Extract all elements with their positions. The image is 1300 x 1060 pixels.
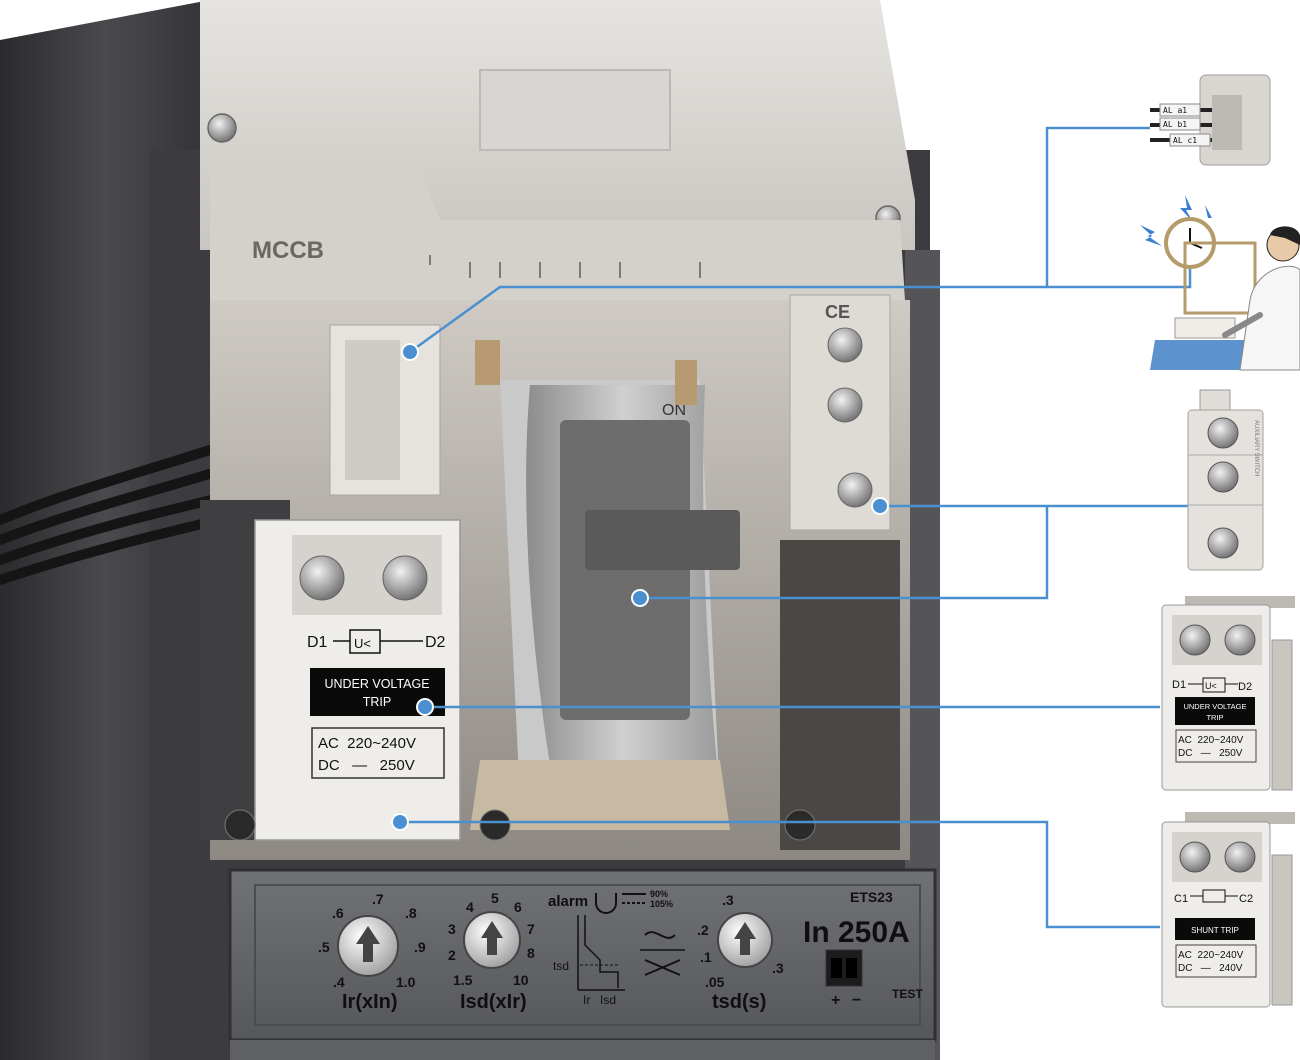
svg-text:.2: .2: [697, 922, 709, 938]
housing-strip: [210, 170, 905, 300]
uvt-dc-line: DC — 250V: [318, 757, 415, 774]
breaker-right-edge: [905, 250, 940, 1060]
svg-text:3: 3: [448, 921, 456, 937]
uvt-name-line1: UNDER VOLTAGE: [324, 677, 429, 691]
svg-text:.05: .05: [705, 974, 725, 990]
dial-tsd: .3 .2 .1 .05 .3 tsd(s): [697, 892, 784, 1013]
trip-curve: tsd Ir Isd: [553, 915, 685, 1007]
svg-text:1.5: 1.5: [453, 972, 473, 988]
brand-label: MCCB: [252, 237, 324, 264]
trip-unit-panel: ETS23 In 250A alarm 90% 105% .7 .8 .9 1.…: [228, 868, 937, 1042]
svg-text:10: 10: [513, 972, 529, 988]
shunt-ac: AC 220~240V: [1178, 950, 1244, 961]
operator-figure: [1222, 226, 1300, 371]
lightning-right-icon: [1180, 195, 1193, 222]
svg-text:.1: .1: [700, 949, 712, 965]
aux-switch-installed: CE: [789, 294, 891, 531]
svg-text:.9: .9: [414, 939, 426, 955]
shunt-c1: C1: [1174, 893, 1188, 905]
body-screw-2: [479, 809, 511, 841]
compartment-right-well: [780, 540, 900, 850]
svg-text:.5: .5: [318, 939, 330, 955]
uvt-d2: D2: [425, 634, 446, 651]
uvt-u-symbol: U<: [354, 636, 371, 651]
cover-window: [479, 69, 671, 151]
alarm-tag-1: AL a1: [1163, 106, 1187, 115]
svg-text:1.0: 1.0: [396, 974, 416, 990]
body-screw-1: [224, 809, 256, 841]
body-screw-3: [784, 809, 816, 841]
alarm-label: alarm: [548, 893, 588, 910]
uvt-ac-line: AC 220~240V: [318, 735, 416, 752]
accessory-uvt: D1 U< D2 UNDER VOLTAGE TRIP AC 220~240V …: [1161, 596, 1295, 791]
dial-isd: 4 5 6 7 8 10 1.5 2 3 Isd(xIr): [448, 890, 535, 1013]
svg-text:5: 5: [491, 890, 499, 906]
callout-shunt: [400, 820, 1160, 929]
svg-text:Ir: Ir: [583, 993, 590, 1007]
test-plus: +: [831, 992, 840, 1009]
alarm-pct-90: 90%: [650, 889, 668, 899]
test-label: TEST: [892, 987, 923, 1001]
svg-text:tsd: tsd: [553, 959, 569, 973]
dial-ir: .7 .8 .9 1.0 .4 .5 .6 Ir(xIn): [318, 891, 426, 1013]
callout-lines: [400, 126, 1192, 929]
svg-text:.6: .6: [332, 905, 344, 921]
uvt-acc-line1: UNDER VOLTAGE: [1183, 702, 1246, 711]
uvt-acc-u-symbol: U<: [1205, 681, 1217, 691]
callout-dots: [391, 343, 889, 831]
breaker: MCCB CE ON: [0, 0, 940, 1060]
uvt-acc-line2: TRIP: [1206, 713, 1223, 722]
cover-screw-left: [207, 113, 237, 143]
trip-unit-rating: In 250A: [803, 916, 910, 949]
accessory-alarm-switch: AL a1 AL b1 AL c1: [1150, 74, 1271, 166]
uvt-name-line2: TRIP: [363, 695, 391, 709]
alarm-tag-3: AL c1: [1173, 136, 1197, 145]
svg-text:.3: .3: [772, 960, 784, 976]
test-minus: −: [852, 992, 861, 1009]
alarm-switch-installed: [329, 324, 441, 496]
trip-unit-model: ETS23: [850, 889, 893, 905]
svg-text:.7: .7: [372, 891, 384, 907]
svg-text:4: 4: [466, 899, 474, 915]
dial-tsd-label: tsd(s): [712, 991, 766, 1013]
alarm-tag-2: AL b1: [1163, 120, 1187, 129]
accessory-aux-switch: AUXILIARY SWITCH: [1187, 389, 1264, 571]
alarm-pct-105: 105%: [650, 899, 673, 909]
svg-text:7: 7: [527, 921, 535, 937]
ce-mark: CE: [825, 302, 850, 322]
base-strip: [230, 1040, 935, 1060]
accessory-alarm-monitor: [1140, 195, 1300, 371]
uvt-d1: D1: [307, 634, 328, 651]
lightning-left-icon: [1140, 225, 1162, 246]
svg-text:Isd: Isd: [600, 993, 616, 1007]
shunt-name: SHUNT TRIP: [1191, 926, 1239, 935]
dial-isd-label: Isd(xIr): [460, 991, 527, 1013]
aux-switch-text: AUXILIARY SWITCH: [1253, 420, 1259, 476]
uvt-module-installed: D1 U< D2 UNDER VOLTAGE TRIP AC 220~240V …: [254, 519, 461, 841]
callout-handle: [640, 506, 1049, 600]
shunt-dc: DC — 240V: [1178, 963, 1243, 974]
svg-text:.4: .4: [333, 974, 345, 990]
callout-alarm-monitor: [1047, 255, 1192, 289]
uvt-acc-d2: D2: [1238, 681, 1252, 693]
dial-ir-label: Ir(xIn): [342, 991, 398, 1013]
uvt-acc-d1: D1: [1172, 679, 1186, 691]
uvt-acc-dc: DC — 250V: [1178, 748, 1243, 759]
on-label: ON: [662, 402, 686, 419]
shunt-c2: C2: [1239, 893, 1253, 905]
svg-text:2: 2: [448, 947, 456, 963]
svg-text:8: 8: [527, 945, 535, 961]
svg-text:.3: .3: [722, 892, 734, 908]
housing-tick-marks: [429, 255, 701, 278]
accessory-shunt-trip: C1 C2 SHUNT TRIP AC 220~240V DC — 240V: [1161, 812, 1295, 1008]
operating-handle: ON: [470, 340, 740, 830]
uvt-acc-ac: AC 220~240V: [1178, 735, 1244, 746]
alarm-led: [595, 893, 617, 914]
svg-text:.8: .8: [405, 905, 417, 921]
svg-text:6: 6: [514, 899, 522, 915]
